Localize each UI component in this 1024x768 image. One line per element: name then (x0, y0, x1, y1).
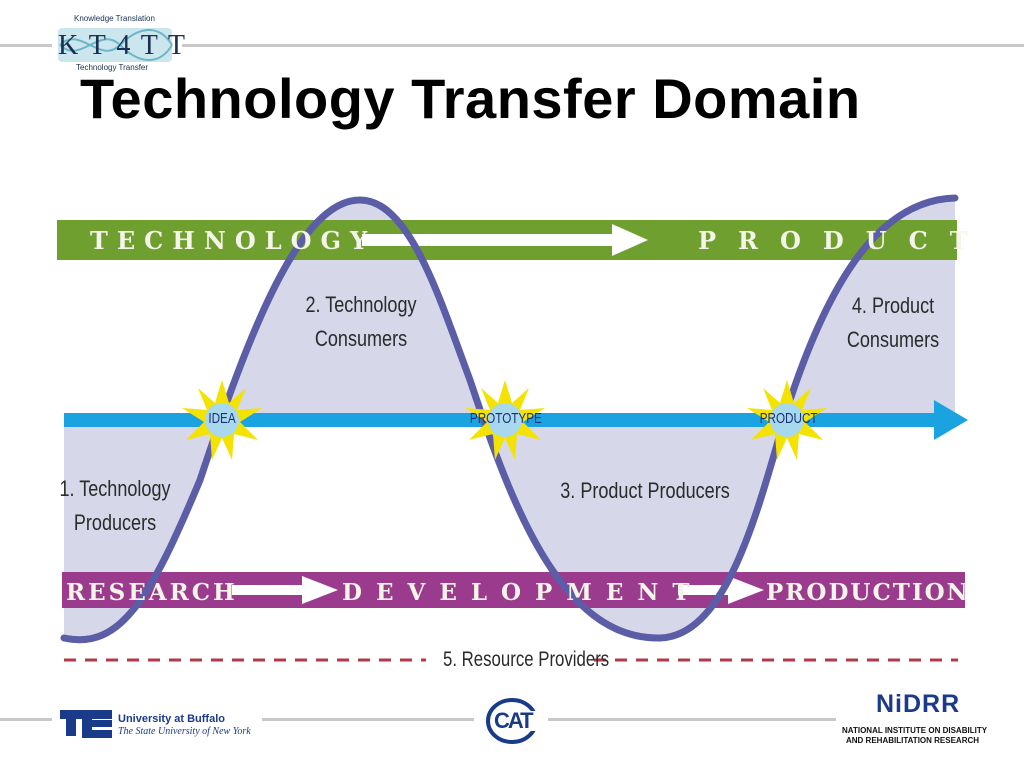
node-product-consumers: 4. Product Consumers (832, 289, 955, 357)
bottom-bar-label-development: DEVELOPMENT (342, 579, 704, 606)
node-technology-producers: 1. Technology Producers (54, 472, 177, 540)
ub-logo: University at Buffalo The State Universi… (60, 708, 260, 742)
kt4tt-logo-graphic (58, 28, 173, 62)
header-rule-right (182, 44, 1024, 47)
top-bar (57, 220, 957, 260)
ub-subtitle: The State University of New York (118, 726, 251, 737)
footer-rule-3 (548, 718, 836, 721)
cat-logo-mark (486, 698, 542, 744)
top-bar-label-product: PRODUCT (698, 226, 990, 255)
top-bar-label-technology: TECHNOLOGY (90, 226, 377, 255)
bottom-bar-label-production: PRODUCTION (766, 579, 970, 606)
slide-title: Technology Transfer Domain (80, 67, 861, 130)
kt4tt-logo-top-text: Knowledge Translation (74, 14, 155, 23)
technology-transfer-diagram (57, 194, 968, 662)
node-product-consumers-line2: Consumers (846, 327, 940, 352)
kt4tt-logo-main-text: K T 4 T T (58, 30, 188, 61)
kt4tt-logo: Knowledge Translation K T 4 T T Technolo… (56, 10, 188, 72)
node-product-consumers-line1: 4. Product (851, 293, 935, 318)
star-label-idea: IDEA (208, 410, 236, 427)
bottom-bar-label-research: RESEARCH (66, 579, 238, 606)
star-label-prototype: PROTOTYPE (469, 410, 542, 427)
star-idea (182, 380, 262, 460)
nidrr-name: NiDRR (876, 690, 961, 718)
ub-logo-mark (60, 710, 112, 738)
node-product-producers-line1: 3. Product Producers (560, 478, 730, 503)
wave-fill (64, 198, 955, 640)
node-technology-producers-line1: 1. Technology (59, 476, 171, 501)
star-label-product: PRODUCT (759, 410, 818, 427)
kt4tt-logo-bottom-text: Technology Transfer (76, 63, 149, 72)
node-technology-consumers: 2. Technology Consumers (300, 288, 423, 356)
node-product-producers: 3. Product Producers (559, 474, 731, 508)
ub-name: University at Buffalo (118, 713, 225, 725)
header-rule-left (0, 44, 52, 47)
star-prototype (465, 380, 545, 460)
cat-logo: CAT (484, 697, 544, 745)
nidrr-subtitle-1: NATIONAL INSTITUTE ON DISABILITY (842, 726, 988, 735)
node-technology-consumers-line1: 2. Technology (305, 292, 417, 317)
footer-rule-1 (0, 718, 52, 721)
node-technology-consumers-line2: Consumers (314, 326, 408, 351)
cat-logo-text: CAT (494, 708, 534, 733)
footer-rule-2 (262, 718, 474, 721)
node-technology-producers-line2: Producers (73, 510, 157, 535)
star-product (747, 380, 827, 460)
nidrr-subtitle-2: AND REHABILITATION RESEARCH (846, 736, 980, 745)
resource-providers-label: 5. Resource Providers (443, 648, 610, 671)
bottom-bar (62, 572, 965, 608)
